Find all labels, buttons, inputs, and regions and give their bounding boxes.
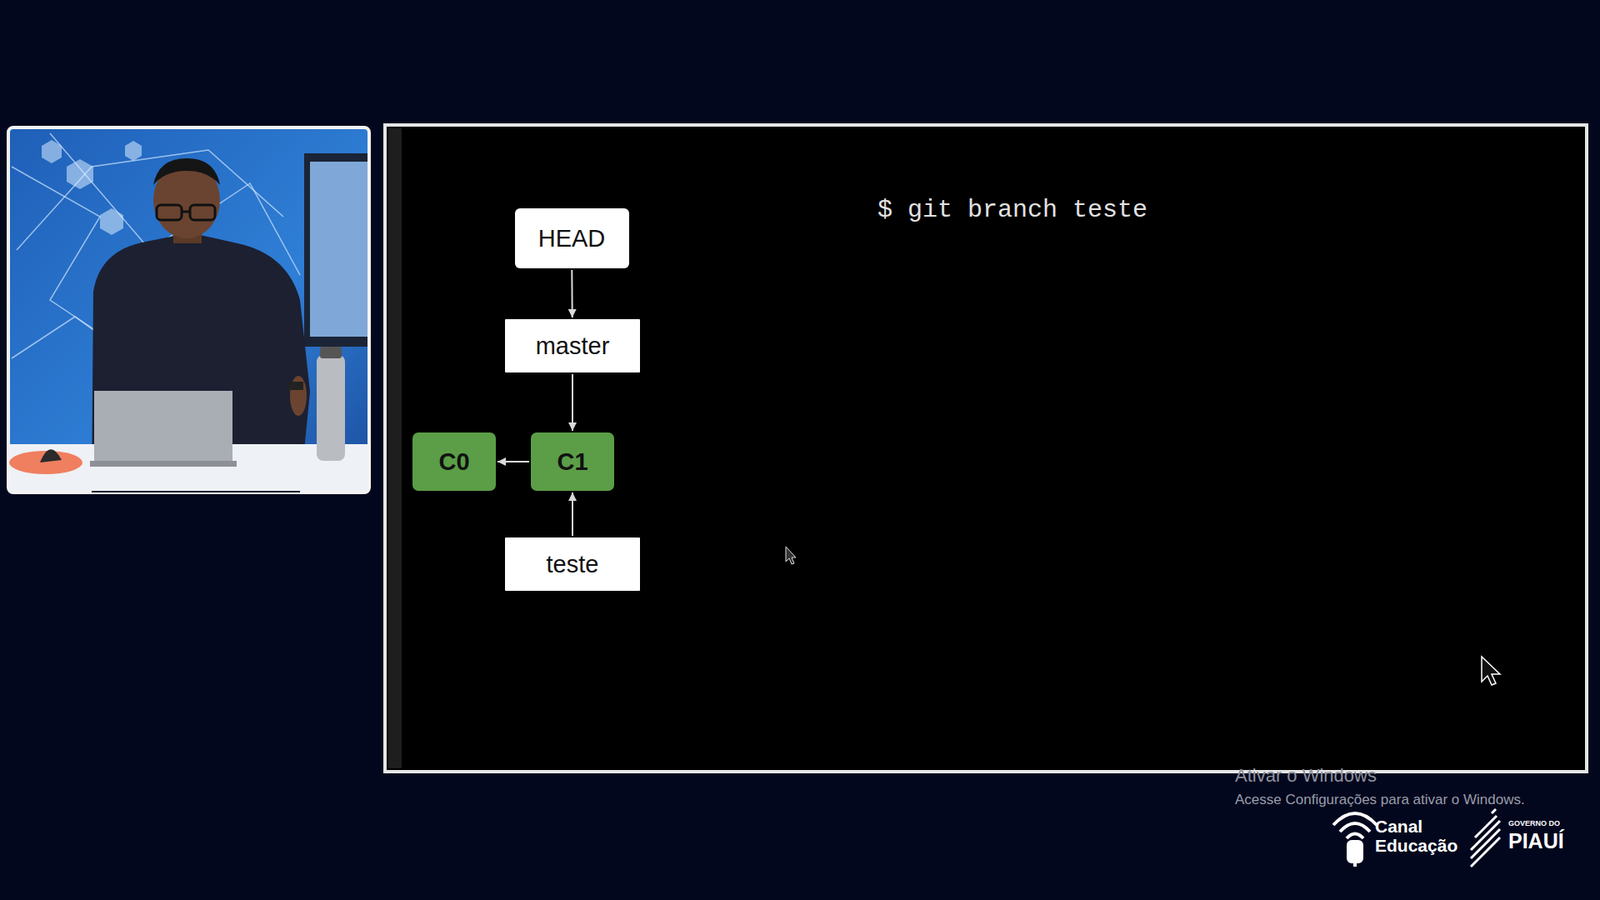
monitor	[304, 153, 368, 347]
node-label: C1	[556, 448, 588, 476]
connector-line	[497, 460, 530, 463]
logo-text: Canal	[1375, 816, 1423, 837]
connector-line	[571, 374, 574, 431]
head-pointer: HEAD	[515, 208, 630, 269]
presenter-video	[8, 127, 370, 493]
water-bottle	[316, 355, 345, 461]
pointer-arrow	[568, 270, 577, 318]
mouse-cursor	[1481, 656, 1500, 685]
logo-text: GOVERNO DO	[1508, 819, 1560, 828]
slide-edge-shade	[388, 128, 402, 769]
pointer-arrow	[568, 374, 577, 431]
logo-text: PIAUÍ	[1508, 829, 1565, 854]
slide-panel	[385, 125, 1587, 772]
glasses	[156, 205, 215, 220]
logo-text: Educação	[1375, 835, 1458, 856]
node-label: teste	[546, 550, 600, 579]
connector-line	[571, 492, 574, 536]
commit-box: C0	[412, 432, 496, 491]
inset-frame	[8, 127, 370, 493]
arrow-head	[568, 309, 577, 318]
monitor-screen	[310, 161, 368, 337]
arrow-head	[497, 457, 506, 466]
node-label: HEAD	[538, 225, 606, 253]
branch-box: master	[505, 319, 640, 373]
node-label: C0	[438, 448, 470, 476]
watch	[288, 381, 304, 390]
laptop-base	[90, 460, 237, 467]
pointer-arrow	[568, 492, 577, 536]
connector-line	[570, 270, 573, 318]
watermark: Acesse Configurações para ativar o Windo…	[1235, 791, 1525, 809]
branch-box: teste	[505, 537, 640, 591]
arrow-head	[568, 492, 577, 501]
terminal-command: $ git branch teste	[877, 195, 1148, 225]
mouse	[40, 449, 62, 463]
hexagons	[41, 140, 142, 235]
laptop	[94, 390, 233, 461]
node-label: master	[535, 332, 610, 360]
hair	[153, 158, 220, 185]
commit-box: C1	[530, 432, 615, 491]
mouse-cursor	[785, 546, 796, 565]
canal-educacao-logo	[1333, 813, 1377, 867]
piaui-logo	[1470, 809, 1500, 867]
pointer-arrow	[497, 457, 530, 466]
arrow-head	[568, 422, 577, 431]
bottle-cap	[320, 346, 342, 359]
watermark: Ativar o Windows	[1235, 765, 1377, 787]
